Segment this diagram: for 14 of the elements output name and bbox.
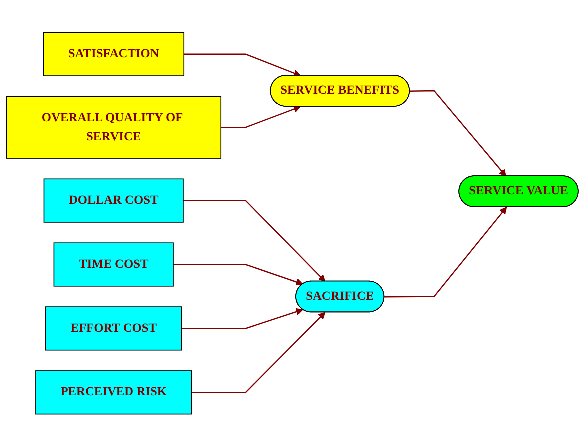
node-box: OVERALL QUALITY OF SERVICE xyxy=(6,96,222,159)
arrow xyxy=(174,264,304,286)
arrow xyxy=(221,106,302,128)
arrow xyxy=(184,54,302,77)
node-box: PERCEIVED RISK xyxy=(36,370,192,415)
arrow xyxy=(182,308,304,330)
node-box: EFFORT COST xyxy=(46,306,182,351)
arrow xyxy=(183,200,326,282)
node-box: TIME COST xyxy=(54,242,174,287)
arrow xyxy=(384,207,508,298)
node-box: DOLLAR COST xyxy=(44,178,184,223)
arrow xyxy=(410,90,507,177)
node-box: SATISFACTION xyxy=(43,32,185,76)
arrow xyxy=(192,312,326,394)
